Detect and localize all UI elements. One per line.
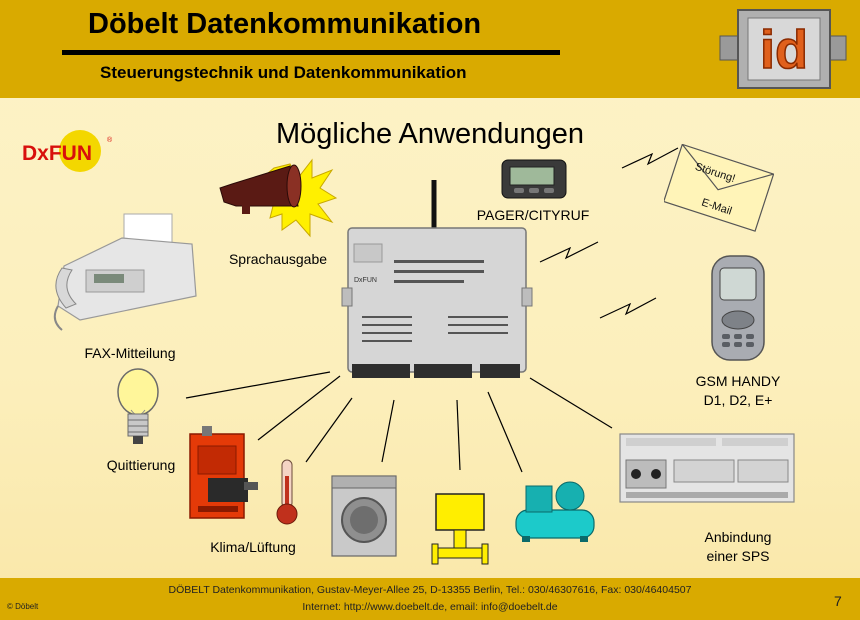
company-title: Döbelt Datenkommunikation <box>88 8 482 40</box>
dxfun-logo-icon: DxFUN ® <box>22 130 113 172</box>
climate-label: Klima/Lüftung <box>210 539 296 555</box>
id-logo-icon: id <box>719 9 847 89</box>
svg-text:id: id <box>760 20 808 80</box>
svg-text:DxFUN: DxFUN <box>22 142 92 165</box>
dxfun-device-icon: DxFUN <box>341 180 533 378</box>
mobile-phone-icon <box>711 255 765 361</box>
valve-icon <box>431 493 489 565</box>
speech-label: Sprachausgabe <box>228 251 328 267</box>
footer-bar <box>0 578 860 620</box>
company-subtitle: Steuerungstechnik und Datenkommunikation <box>100 63 467 82</box>
acknowledge-label: Quittierung <box>106 457 176 473</box>
pager-icon <box>501 159 567 199</box>
plc-module-icon <box>619 433 795 503</box>
gsm-label-line2: D1, D2, E+ <box>703 392 773 408</box>
footer-address: DÖBELT Datenkommunikation, Gustav-Meyer-… <box>168 584 692 596</box>
gsm-label-line1: GSM HANDY <box>695 373 781 389</box>
title-underline <box>62 50 560 55</box>
pager-label: PAGER/CITYRUF <box>476 207 590 223</box>
fax-machine-icon <box>53 213 197 331</box>
header-bar <box>0 0 860 98</box>
svg-text:DxFUN: DxFUN <box>354 277 377 284</box>
megaphone-icon <box>219 158 338 238</box>
thermometer-icon <box>276 459 298 525</box>
light-bulb-icon <box>117 368 159 444</box>
compressor-icon <box>515 481 595 542</box>
footer-contact: Internet: http://www.doebelt.de, email: … <box>302 601 558 613</box>
fax-label: FAX-Mitteilung <box>84 345 176 361</box>
slide-heading: Mögliche Anwendungen <box>276 118 584 150</box>
page-number: 7 <box>834 593 842 609</box>
sps-label-line1: Anbindung <box>704 529 772 545</box>
sps-label-line2: einer SPS <box>706 548 770 564</box>
washing-machine-icon <box>331 475 397 557</box>
heater-icon <box>189 426 258 519</box>
copyright-note: © Döbelt <box>7 602 39 611</box>
svg-text:®: ® <box>107 136 113 144</box>
email-envelope-icon: Störung! E-Mail <box>664 144 774 232</box>
